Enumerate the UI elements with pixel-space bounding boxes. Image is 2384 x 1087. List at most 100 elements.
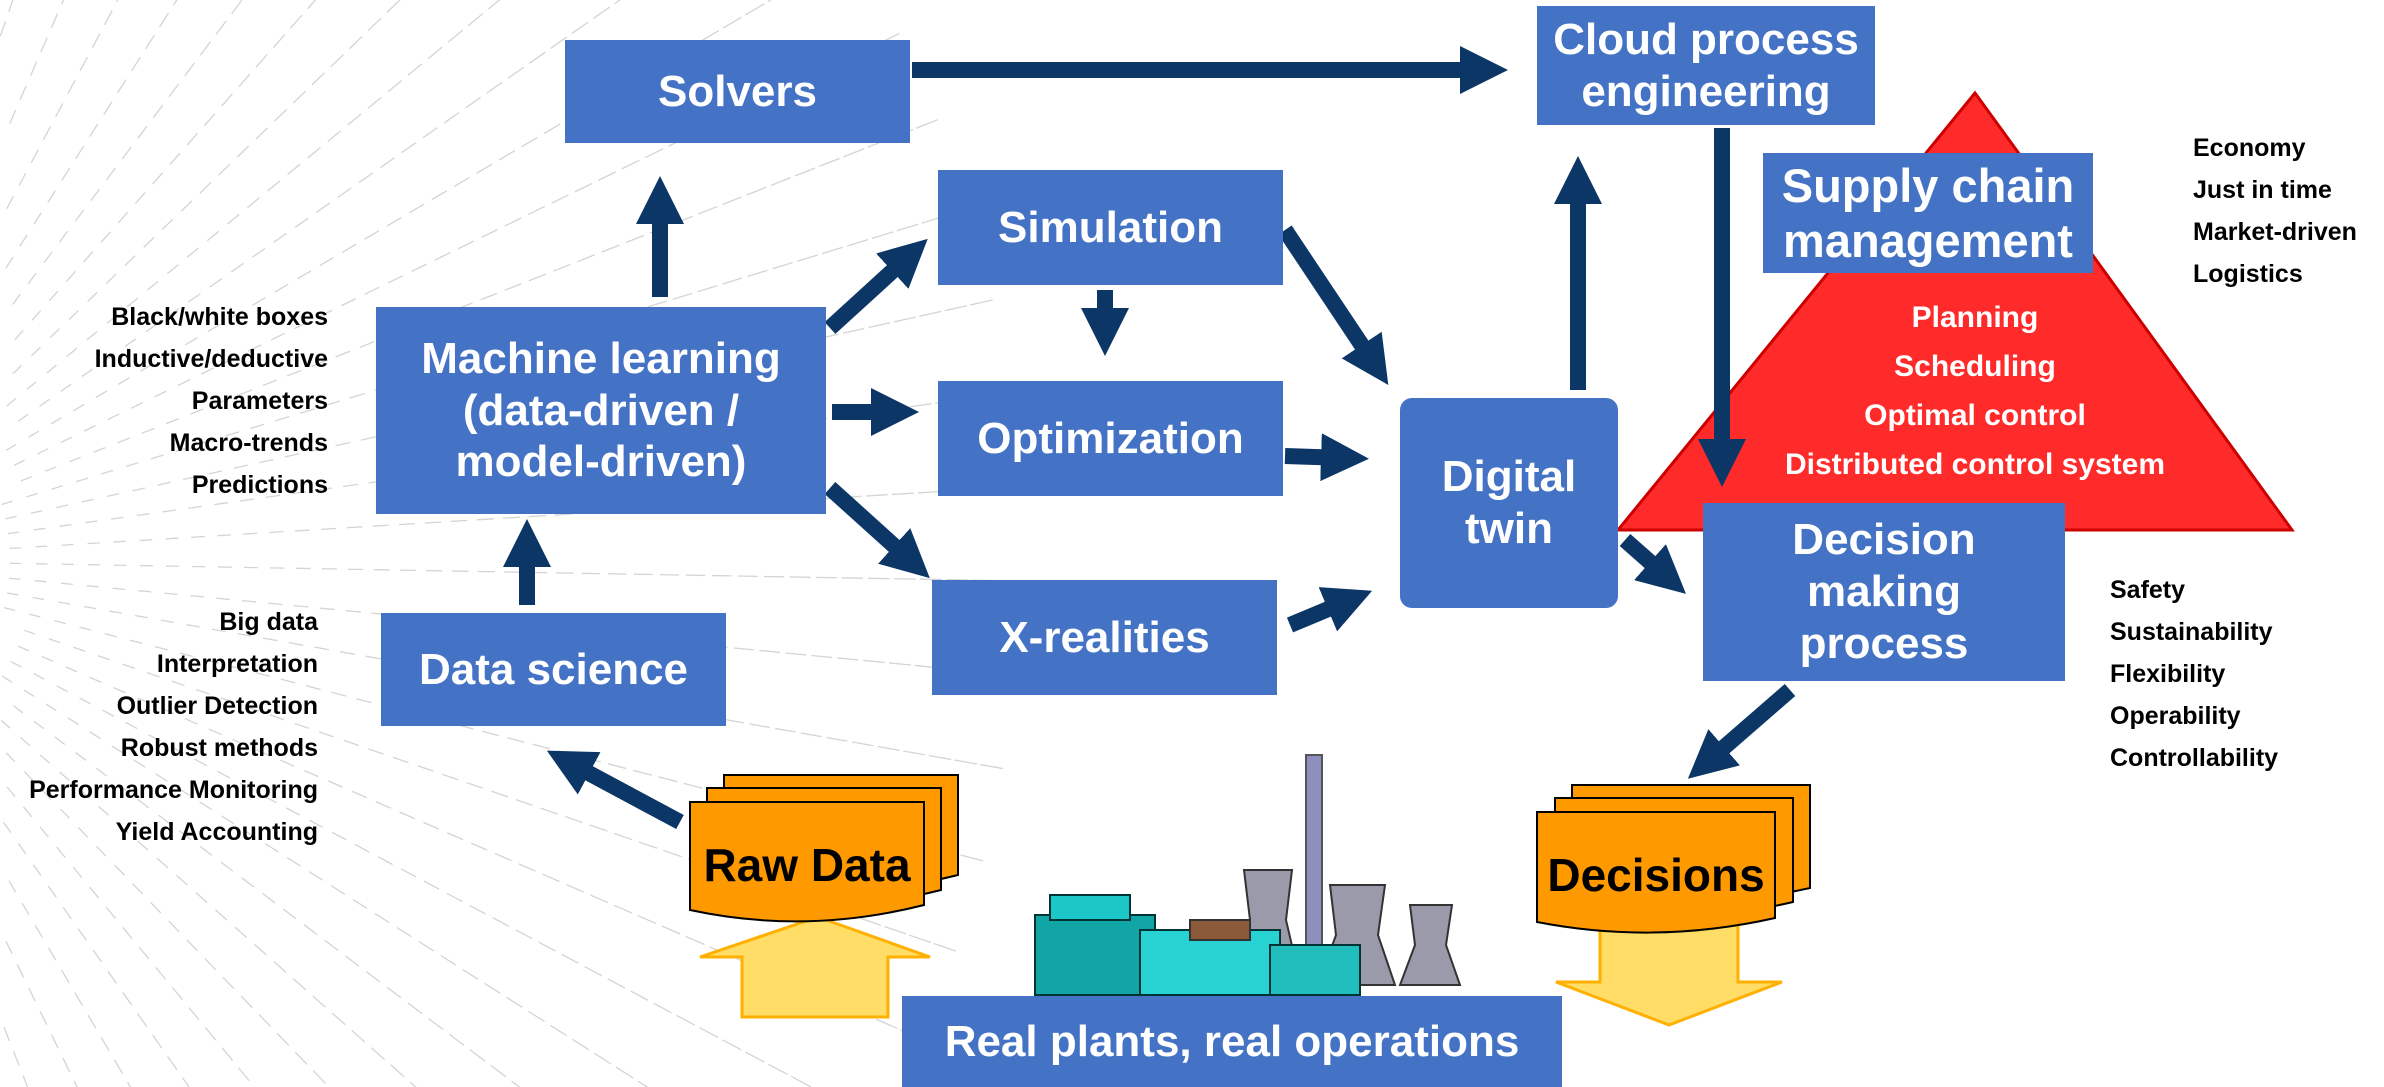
background-dash bbox=[145, 34, 155, 50]
background-dash bbox=[59, 524, 72, 527]
background-dash bbox=[346, 526, 363, 529]
background-dash bbox=[55, 103, 64, 118]
background-dash bbox=[45, 703, 57, 712]
background-dash bbox=[214, 398, 228, 406]
background-dash bbox=[407, 1002, 423, 1015]
background-dash bbox=[106, 493, 120, 498]
background-dash bbox=[532, 743, 550, 750]
background-dash bbox=[722, 196, 742, 206]
background-dash bbox=[50, 1034, 59, 1049]
background-dash bbox=[238, 73, 251, 88]
background-dash bbox=[203, 113, 216, 127]
background-dash bbox=[125, 721, 138, 730]
background-dash bbox=[285, 807, 301, 816]
background-dash bbox=[152, 104, 164, 118]
background-dash bbox=[75, 752, 87, 761]
background-dash bbox=[13, 459, 25, 466]
background-dash bbox=[331, 831, 347, 841]
background-dash bbox=[30, 149, 39, 163]
background-dash bbox=[221, 815, 235, 825]
background-dash bbox=[297, 270, 312, 280]
background-dash bbox=[590, 894, 609, 904]
background-dash bbox=[551, 194, 569, 204]
background-dash bbox=[685, 935, 705, 946]
background-dash bbox=[230, 262, 244, 273]
real-plants-box: Real plants, real operations bbox=[902, 996, 1562, 1087]
background-dash bbox=[698, 205, 718, 215]
supply-chain-management-label: Supply chain management bbox=[1781, 158, 2075, 267]
scm-note: Just in time bbox=[2193, 176, 2332, 204]
background-dash bbox=[150, 454, 164, 460]
background-dash bbox=[8, 0, 14, 12]
background-dash bbox=[494, 852, 512, 862]
background-dash bbox=[345, 955, 360, 967]
background-dash bbox=[311, 360, 326, 368]
solvers-box: Solvers bbox=[565, 40, 910, 143]
background-dash bbox=[18, 172, 27, 186]
machine-learning-box: Machine learning (data-driven / model-dr… bbox=[376, 307, 826, 514]
background-dash bbox=[221, 93, 233, 107]
background-dash bbox=[152, 172, 164, 185]
background-dash bbox=[33, 720, 45, 730]
background-dash bbox=[199, 41, 211, 56]
background-dash bbox=[593, 1052, 612, 1065]
background-dash bbox=[502, 516, 520, 519]
background-dash bbox=[168, 83, 180, 98]
background-dash bbox=[265, 494, 280, 499]
background-dash bbox=[843, 148, 865, 158]
background-dash bbox=[103, 353, 115, 363]
background-dash bbox=[564, 815, 583, 824]
background-dash bbox=[267, 602, 283, 606]
background-dash bbox=[132, 487, 146, 492]
background-dash bbox=[150, 901, 162, 914]
background-dash bbox=[39, 1010, 48, 1025]
background-dash bbox=[723, 718, 744, 724]
background-dash bbox=[518, 863, 536, 872]
background-dash bbox=[351, 1029, 366, 1043]
x-realities-box: X-realities bbox=[932, 580, 1277, 695]
background-dash bbox=[347, 113, 362, 126]
background-dash bbox=[826, 736, 848, 742]
background-dash bbox=[176, 874, 188, 886]
background-dash bbox=[40, 37, 48, 53]
background-dash bbox=[466, 782, 484, 789]
ds-note: Robust methods bbox=[120, 734, 318, 762]
raw-data-label: Raw Data bbox=[703, 839, 911, 891]
background-dash bbox=[386, 0, 401, 14]
background-dash bbox=[32, 864, 42, 877]
background-dash bbox=[561, 953, 579, 964]
background-dash bbox=[83, 605, 97, 610]
background-dash bbox=[199, 845, 213, 856]
background-dash bbox=[515, 929, 533, 940]
background-dash bbox=[521, 136, 538, 148]
background-dash bbox=[294, 722, 310, 729]
ds-note: Yield Accounting bbox=[115, 818, 318, 846]
pyramid-item: Planning bbox=[1911, 301, 2039, 334]
background-dash bbox=[137, 125, 148, 139]
background-dash bbox=[683, 782, 703, 789]
background-dash bbox=[95, 390, 108, 399]
background-dash bbox=[324, 939, 339, 951]
background-dash bbox=[601, 244, 620, 253]
background-dash bbox=[0, 21, 7, 37]
background-dash bbox=[422, 127, 438, 139]
background-dash bbox=[225, 431, 240, 437]
background-dash bbox=[321, 527, 337, 531]
background-dash bbox=[722, 1039, 742, 1051]
background-dash bbox=[476, 518, 494, 521]
background-dash bbox=[32, 596, 45, 601]
background-dash bbox=[41, 789, 52, 800]
background-dash bbox=[349, 392, 365, 399]
arrow-ml-to-xrealities bbox=[824, 482, 930, 579]
arrow-decision-to-decisions bbox=[1687, 683, 1796, 779]
background-dash bbox=[577, 254, 596, 263]
background-dash bbox=[255, 54, 268, 68]
background-dash bbox=[20, 475, 32, 482]
background-dash bbox=[22, 1075, 29, 1087]
background-dash bbox=[284, 453, 300, 458]
background-dash bbox=[637, 915, 657, 925]
background-dash bbox=[48, 638, 61, 644]
background-dash bbox=[241, 877, 255, 888]
background-dash bbox=[543, 123, 561, 135]
background-dash bbox=[175, 446, 189, 452]
